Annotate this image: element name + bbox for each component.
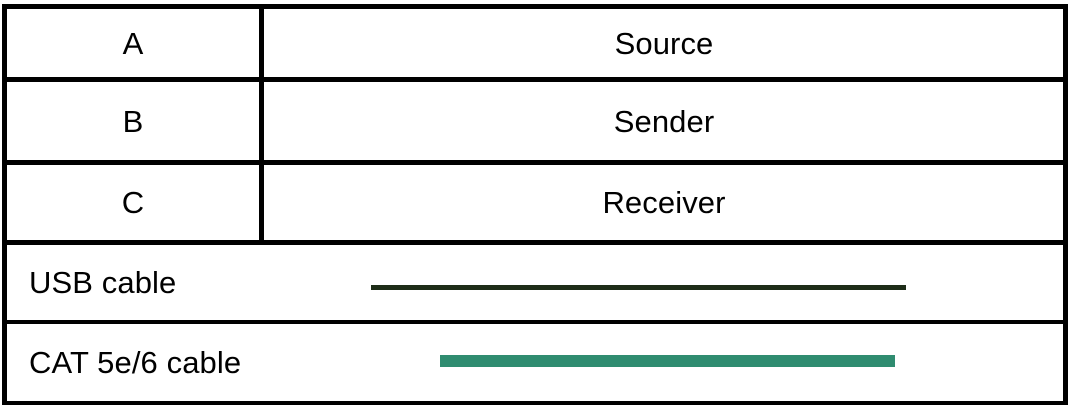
table-cell-key-a: A — [122, 25, 144, 61]
table-outer-border — [2, 4, 1068, 405]
table-cell-value-receiver: Receiver — [602, 185, 726, 220]
legend-swatch-cat-cable — [440, 355, 895, 367]
legend-label-usb-cable: USB cable — [29, 265, 177, 300]
legend-swatch-usb-cable — [371, 285, 906, 290]
row-divider-3 — [2, 240, 1068, 245]
row-divider-1 — [2, 77, 1068, 82]
table-cell-value-sender: Sender — [613, 103, 715, 139]
column-divider — [259, 4, 264, 245]
table-cell-key-c: C — [121, 185, 145, 220]
legend-label-cat-cable: CAT 5e/6 cable — [29, 345, 242, 380]
row-divider-2 — [2, 160, 1068, 165]
table-cell-value-source: Source — [614, 25, 714, 61]
table-cell-key-b: B — [122, 103, 144, 139]
row-divider-4 — [2, 320, 1068, 324]
